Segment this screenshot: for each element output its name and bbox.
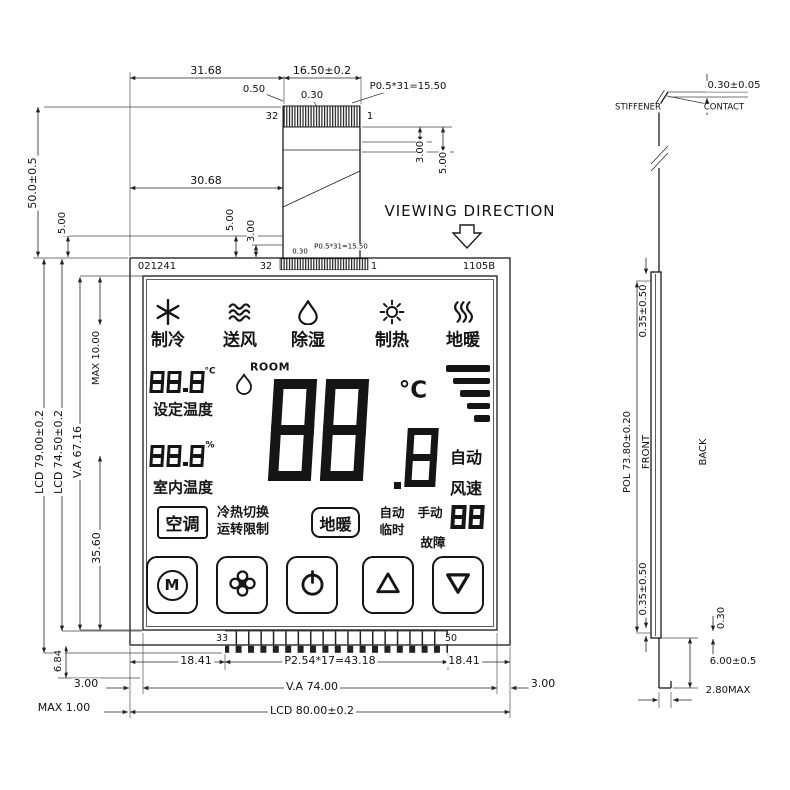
dim-lcd-79: LCD 79.00±0.2 (33, 408, 47, 496)
dim-lcd-74-5: LCD 74.50±0.2 (52, 408, 66, 496)
connector-pin-1: 1 (364, 110, 376, 123)
m-circle-icon: M (156, 569, 188, 601)
dim-3-00-right: 3.00 (414, 138, 427, 166)
dim-0-30-bottom-side: 0.30 (715, 604, 728, 632)
dim-pol: POL 73.80±0.20 (621, 409, 634, 495)
side-view (634, 74, 748, 708)
lcd-pin-33: 33 (213, 633, 231, 645)
back-label: BACK (697, 438, 709, 466)
indoor-label: 室内温度 (152, 478, 214, 497)
fan-speed-bars (446, 365, 490, 422)
room-label: ROOM (249, 360, 291, 374)
dim-18-41-left: 18.41 (178, 654, 214, 668)
dim-6-00: 6.00±0.5 (707, 655, 759, 668)
dim-50-0: 50.0±0.5 (26, 155, 40, 211)
status-auto: 自动 (379, 504, 405, 520)
dim-31-68: 31.68 (188, 64, 224, 78)
fan-flower-icon (228, 569, 256, 601)
floor-heating-icon (450, 299, 476, 329)
front-label: FRONT (640, 434, 652, 470)
dim-6-84: 6.84 (52, 647, 65, 675)
dim-va-74: V.A 74.00 (283, 680, 341, 694)
floor-heating-box: 地暖 (311, 507, 360, 538)
dim-3-00-bottom-left: 3.00 (71, 677, 101, 691)
mode-label-floor-heating: 地暖 (446, 330, 480, 351)
dim-pitch-bottom: P2.54*17=43.18 (282, 654, 378, 668)
fan-speed-label: 风速 (449, 479, 483, 498)
main-temp-digits (267, 379, 370, 481)
button-up (362, 556, 414, 614)
button-down (432, 556, 484, 614)
dim-2-80: 2.80MAX (703, 684, 753, 697)
dim-0-50: 0.50 (240, 83, 268, 96)
dim-va-67-16: V.A 67.16 (71, 423, 85, 481)
set-temp-digits (149, 371, 205, 394)
status-digits (450, 505, 485, 529)
dim-3-00-inner: 3.00 (245, 217, 258, 245)
dim-35-60: 35.60 (90, 530, 104, 566)
lcd-pin-1: 1 (370, 261, 378, 273)
flame-icon (234, 372, 254, 400)
triangle-up-icon (375, 570, 401, 600)
auto-label: 自动 (449, 448, 483, 467)
status-temporary: 临时 (379, 521, 405, 537)
connector-pin-32: 32 (263, 110, 281, 123)
viewing-direction-label: VIEWING DIRECTION (384, 202, 556, 221)
dim-18-41-right: 18.41 (446, 654, 482, 668)
lcd-serial-left: 021241 (137, 260, 177, 272)
ac-box: 空调 (157, 506, 208, 539)
dim-max-10: MAX 10.00 (90, 328, 103, 388)
set-temp-label: 设定温度 (152, 400, 214, 419)
fan-waves-icon (227, 299, 253, 329)
dim-30-68: 30.68 (188, 174, 224, 188)
status-fault: 故障 (420, 534, 446, 550)
dim-5-00-right: 5.00 (437, 149, 450, 177)
mode-label-dehumidify: 除湿 (291, 330, 325, 351)
power-icon (299, 569, 326, 601)
button-power (286, 556, 338, 614)
leader-lines (262, 90, 390, 108)
dim-max-1: MAX 1.00 (35, 701, 93, 715)
dim-lcd-80: LCD 80.00±0.2 (268, 704, 356, 718)
dim-3-00-bottom-right: 3.00 (528, 677, 558, 691)
dim-0-30: 0.30 (298, 89, 326, 102)
front-view-outline (129, 257, 511, 653)
dim-5-00-outer: 5.00 (56, 209, 69, 237)
dim-16-50: 16.50±0.2 (290, 64, 354, 78)
dim-0-30-top-side: 0.30±0.05 (705, 79, 763, 92)
button-fan (216, 556, 268, 614)
lcd-tiny-pitch: P0.5*31=15.50 (312, 242, 370, 251)
contact-label: CONTACT (701, 102, 747, 113)
snowflake-icon (155, 298, 181, 329)
set-temp-unit: °C (204, 366, 216, 377)
indoor-unit: % (205, 440, 215, 451)
droplet-icon (295, 299, 321, 329)
switch-line2: 运转限制 (216, 522, 270, 538)
lcd-pin-32: 32 (259, 261, 273, 273)
top-fpc (282, 105, 361, 258)
lcd-serial-right: 1105B (462, 260, 496, 272)
extension-lines (33, 72, 511, 718)
sun-icon (379, 299, 405, 329)
indoor-temp-digits (149, 445, 205, 468)
main-temp-unit: °C (398, 377, 428, 404)
main-sub-digit (404, 428, 439, 487)
status-manual: 手动 (417, 504, 443, 520)
mode-label-cooling: 制冷 (151, 330, 185, 351)
button-mode: M (146, 556, 198, 614)
triangle-down-icon (445, 570, 471, 600)
switch-line1: 冷热切换 (216, 505, 270, 521)
dim-pitch-top: P0.5*31=15.50 (367, 80, 449, 93)
main-decimal-dot (394, 482, 401, 489)
mode-label-fan: 送风 (223, 330, 257, 351)
lcd-pin-50: 50 (442, 633, 460, 645)
stiffener-label: STIFFENER (613, 102, 663, 113)
viewing-direction-arrow (451, 224, 483, 250)
dim-5-00-inner: 5.00 (224, 206, 237, 234)
mode-label-heating: 制热 (375, 330, 409, 351)
lcd-tiny-0-30: 0.30 (290, 247, 310, 256)
dim-0-35-bottom: 0.35±0.50 (637, 560, 650, 618)
dim-0-35-top: 0.35±0.50 (637, 282, 650, 340)
